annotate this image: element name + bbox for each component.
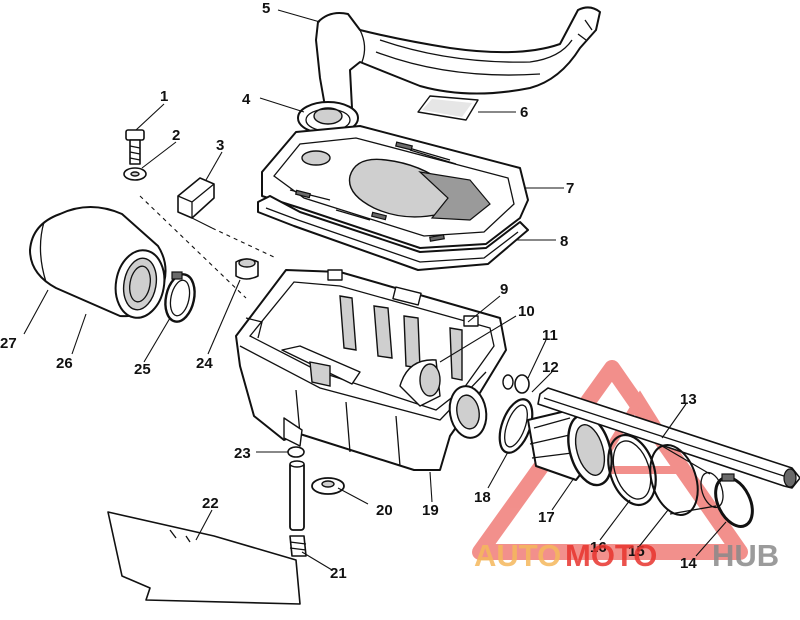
- part-air-filter: [29, 206, 167, 319]
- part-prefilter-sheet: [107, 511, 301, 605]
- part-grommet: [297, 101, 359, 135]
- callout-18: 18: [474, 489, 491, 506]
- part-gasket: [257, 195, 529, 271]
- callout-12: 12: [542, 359, 559, 376]
- callout-17: 17: [538, 509, 555, 526]
- callout-21: 21: [330, 565, 347, 582]
- callout-20: 20: [376, 502, 393, 519]
- watermark-text: AUTO MOTO HUB: [474, 538, 779, 573]
- callout-13: 13: [680, 391, 697, 408]
- callout-23: 23: [234, 445, 251, 462]
- watermark-moto: MOTO: [565, 538, 657, 573]
- callout-3: 3: [216, 137, 224, 154]
- callout-9: 9: [500, 281, 508, 298]
- leader-lines: [23, 9, 727, 571]
- callout-7: 7: [566, 180, 574, 197]
- part-airbox-lid: [261, 125, 529, 249]
- callout-8: 8: [560, 233, 568, 250]
- callout-16: 16: [590, 539, 607, 556]
- watermark-auto: AUTO: [474, 538, 561, 573]
- callout-22: 22: [202, 495, 219, 512]
- part-cone-boot: [649, 444, 724, 516]
- callout-5: 5: [262, 0, 270, 17]
- part-foam-block: [177, 177, 215, 219]
- part-intake-boot: [527, 409, 613, 487]
- watermark-hub: HUB: [712, 538, 779, 573]
- callout-24: 24: [196, 355, 213, 372]
- callout-4: 4: [242, 91, 251, 108]
- part-washer: [123, 167, 147, 181]
- part-intake-duct: [315, 6, 601, 116]
- part-decal: [417, 95, 479, 121]
- part-clamp-16: [607, 433, 657, 507]
- part-drain-tube: [287, 446, 307, 557]
- callout-25: 25: [134, 361, 151, 378]
- callout-27: 27: [0, 335, 17, 352]
- part-grommet-11: [502, 374, 530, 394]
- callout-11: 11: [542, 327, 558, 344]
- callout-14: 14: [680, 555, 697, 572]
- part-washer-20: [311, 477, 345, 495]
- part-airbox-base: [235, 269, 507, 471]
- callout-19: 19: [422, 502, 439, 519]
- part-clamp-14: [714, 473, 754, 528]
- callout-15: 15: [628, 543, 645, 560]
- callout-2: 2: [172, 127, 180, 144]
- callout-10: 10: [518, 303, 535, 320]
- callout-26: 26: [56, 355, 73, 372]
- callout-1: 1: [160, 88, 168, 105]
- part-bolt: [125, 129, 145, 165]
- part-clamp-25: [164, 271, 196, 323]
- callout-6: 6: [520, 104, 528, 121]
- callout-labels: 1 2 3 4 5 6 7 8 9 10 11 12 13 14 15 16 1…: [0, 0, 697, 582]
- part-tube: [537, 387, 800, 489]
- part-grommet-24: [235, 258, 259, 280]
